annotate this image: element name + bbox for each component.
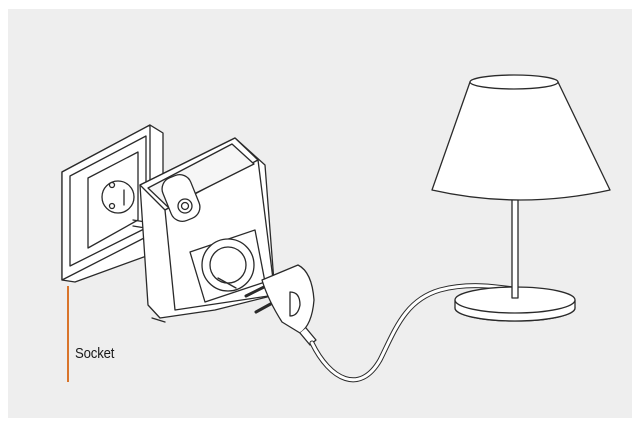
socket-leader-line: [67, 286, 69, 382]
plug-icon: [246, 265, 520, 380]
socket-label: Socket: [75, 345, 114, 362]
